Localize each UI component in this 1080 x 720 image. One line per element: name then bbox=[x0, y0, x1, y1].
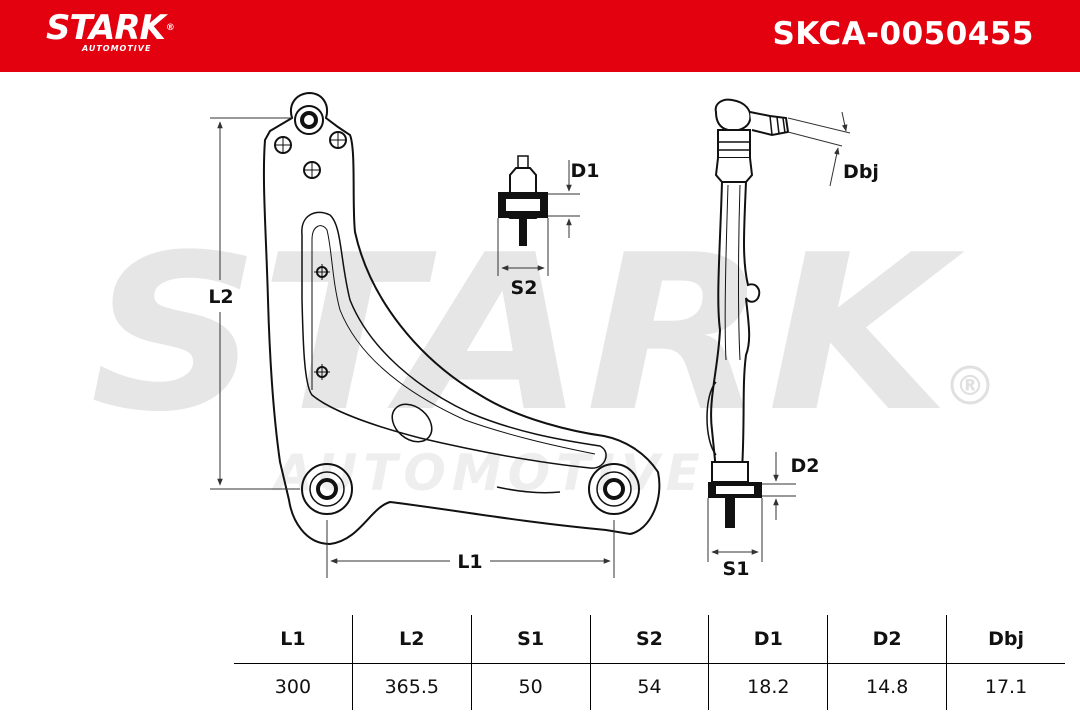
specs-value-l1: 300 bbox=[234, 663, 353, 710]
specs-value-dbj: 17.1 bbox=[946, 663, 1065, 710]
rear-bushing-outer bbox=[588, 463, 640, 515]
specs-value-d1: 18.2 bbox=[708, 663, 829, 710]
stark-logo: STARK® AUTOMOTIVE bbox=[46, 8, 175, 53]
arm-inner-rib bbox=[301, 211, 607, 469]
rear-bushing-mid bbox=[596, 471, 632, 507]
front-bushing-outer bbox=[301, 463, 353, 515]
label-d2: D2 bbox=[791, 455, 820, 477]
specs-header-l1: L1 bbox=[234, 615, 353, 664]
dimension-s2 bbox=[497, 218, 549, 276]
dimension-l2 bbox=[210, 117, 300, 490]
arm-inner-rib-2 bbox=[311, 225, 596, 455]
watermark-sub: AUTOMOTIVE bbox=[270, 444, 705, 502]
logo-registered-mark: ® bbox=[165, 23, 175, 33]
label-s2: S2 bbox=[511, 277, 538, 299]
specs-header-s2: S2 bbox=[589, 615, 710, 664]
bushing-section-s2 bbox=[498, 155, 548, 246]
specs-header-dbj: Dbj bbox=[946, 615, 1065, 664]
specs-header-s1: S1 bbox=[470, 615, 591, 664]
front-bushing-inner bbox=[316, 478, 338, 500]
specs-value-s2: 54 bbox=[589, 663, 710, 710]
specs-value-row: 300 365.5 50 54 18.2 14.8 17.1 bbox=[234, 663, 1065, 710]
label-dbj: Dbj bbox=[843, 161, 879, 183]
arm-outline bbox=[262, 91, 661, 546]
front-bushing-mid bbox=[309, 471, 345, 507]
specs-value-s1: 50 bbox=[470, 663, 591, 710]
specs-value-d2: 14.8 bbox=[827, 663, 948, 710]
label-l2: L2 bbox=[208, 286, 233, 308]
label-s1: S1 bbox=[723, 558, 750, 580]
technical-drawing: STARK AUTOMOTIVE ® L2 bbox=[90, 91, 990, 580]
specs-header-row: L1 L2 S1 S2 D1 D2 Dbj bbox=[234, 615, 1065, 664]
watermark-main: STARK bbox=[90, 208, 965, 459]
ball-joint-inner bbox=[300, 111, 318, 129]
logo-subtitle: AUTOMOTIVE bbox=[82, 44, 152, 53]
watermark-registered-mark: ® bbox=[956, 369, 984, 402]
specs-header-l2: L2 bbox=[351, 615, 472, 664]
arm-lower-groove bbox=[496, 486, 561, 494]
dimension-l1 bbox=[326, 520, 615, 578]
specs-header-d2: D2 bbox=[827, 615, 948, 664]
control-arm-front-view bbox=[262, 91, 661, 546]
arm-lightening-hole bbox=[391, 403, 433, 443]
header-bar: STARK® AUTOMOTIVE SKCA-0050455 bbox=[0, 0, 1080, 72]
specs-table: L1 L2 S1 S2 D1 D2 Dbj 300 365.5 50 54 18… bbox=[233, 614, 1066, 711]
rear-bushing-inner bbox=[603, 478, 625, 500]
ball-joint-outer bbox=[294, 105, 324, 135]
watermark: STARK AUTOMOTIVE ® bbox=[90, 208, 990, 502]
logo-brand: STARK bbox=[46, 8, 166, 48]
dimension-s1 bbox=[707, 498, 763, 562]
watermark-registered-circle bbox=[950, 365, 990, 405]
specs-header-d1: D1 bbox=[708, 615, 829, 664]
dimension-dbj bbox=[787, 111, 851, 187]
part-number: SKCA-0050455 bbox=[772, 16, 1034, 52]
label-l1: L1 bbox=[457, 551, 482, 573]
control-arm-side-view bbox=[706, 98, 790, 528]
specs-value-l2: 365.5 bbox=[351, 663, 472, 710]
label-d1: D1 bbox=[571, 160, 600, 182]
dimension-d1 bbox=[548, 160, 580, 238]
dimension-d2 bbox=[762, 452, 796, 520]
